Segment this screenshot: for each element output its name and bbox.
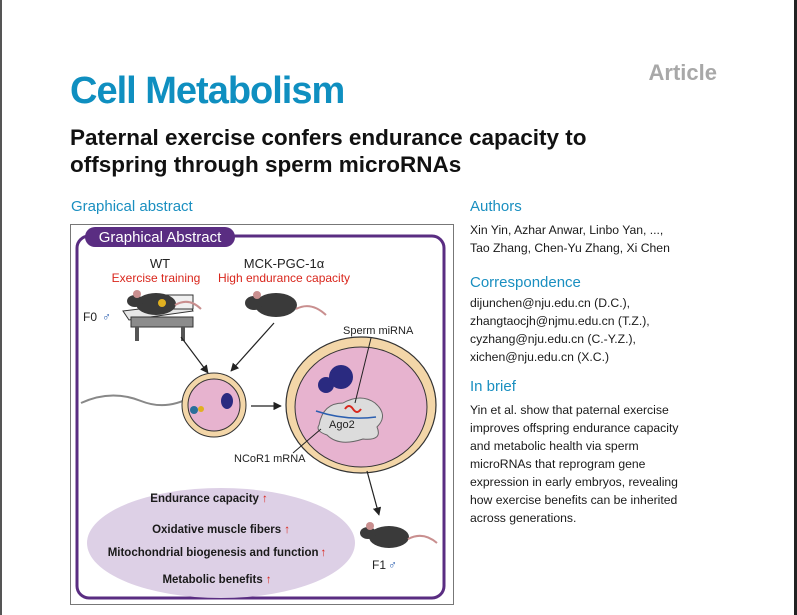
f1-mouse-icon [360, 522, 438, 548]
page-edge-right [794, 0, 797, 615]
brief-line: expression in early embryos, revealing [470, 475, 678, 489]
journal-name: Cell Metabolism [70, 70, 345, 112]
brief-line: and metabolic health via sperm [470, 439, 639, 453]
brief-line: Yin et al. show that paternal exercise [470, 403, 669, 417]
outcome-metabolic: Metabolic benefits↑ [162, 574, 271, 586]
page-edge-left [0, 0, 2, 615]
wt-subtitle: Exercise training [112, 271, 201, 285]
brief-line: across generations. [470, 511, 577, 525]
fertilized-egg-icon [181, 372, 247, 438]
article-title: Paternal exercise confers endurance capa… [70, 124, 730, 178]
f0-label: F0 [83, 310, 97, 324]
title-line: Paternal exercise confers endurance capa… [70, 125, 587, 150]
email-link[interactable]: dijunchen@nju.edu.cn (D.C.), [470, 296, 631, 310]
brief-line: improves offspring endurance capacity [470, 421, 679, 435]
ago2-label: Ago2 [329, 419, 355, 431]
article-type-label: Article [648, 60, 717, 85]
mck-subtitle: High endurance capacity [218, 271, 350, 285]
ncor1-label: NCoR1 mRNA [234, 453, 306, 465]
authors-list: Xin Yin, Azhar Anwar, Linbo Yan, ..., Ta… [470, 221, 730, 257]
email-link[interactable]: xichen@nju.edu.cn (X.C.) [470, 350, 610, 364]
correspondence-list: dijunchen@nju.edu.cn (D.C.), zhangtaocjh… [470, 294, 730, 366]
email-link[interactable]: cyzhang@nju.edu.cn (C.-Y.Z.), [470, 332, 636, 346]
abstract-title: Graphical Abstract [99, 229, 222, 246]
graphical-abstract-figure: Graphical Abstract WT Exercise training … [70, 224, 454, 605]
male-symbol-f1: ♂ [388, 558, 397, 572]
graphical-abstract-svg: Graphical Abstract WT Exercise training … [75, 227, 446, 600]
wt-label: WT [150, 256, 170, 271]
in-brief-heading: In brief [470, 378, 516, 395]
zoomed-embryo-icon [285, 336, 437, 474]
sperm-tail [80, 394, 192, 407]
email-link[interactable]: zhangtaocjh@njmu.edu.cn (T.Z.), [470, 314, 650, 328]
mck-label: MCK-PGC-1α [244, 256, 325, 271]
ncor1-pointer [292, 428, 322, 454]
mck-mouse-icon [245, 291, 327, 317]
authors-line: Tao Zhang, Chen-Yu Zhang, Xi Chen [470, 241, 670, 255]
arrow-wt-to-egg [180, 336, 209, 374]
correspondence-heading: Correspondence [470, 274, 581, 291]
outcomes-oval [87, 488, 355, 598]
title-line: offspring through sperm microRNAs [70, 152, 462, 177]
brief-line: how exercise benefits can be inherited [470, 493, 678, 507]
sperm-mirna-pointer [354, 337, 372, 404]
authors-line: Xin Yin, Azhar Anwar, Linbo Yan, ..., [470, 223, 664, 237]
male-symbol-f0: ♂ [102, 310, 111, 324]
outcome-endurance: Endurance capacity↑ [150, 493, 267, 505]
arrow-mck-to-egg [230, 322, 275, 372]
sperm-mirna-label: Sperm miRNA [343, 325, 414, 337]
graphical-abstract-heading: Graphical abstract [71, 198, 193, 215]
outcome-mitochondrial: Mitochondrial biogenesis and function↑ [108, 547, 327, 559]
arrow-embryo-to-f1 [366, 470, 382, 516]
f1-label: F1 [372, 558, 386, 572]
brief-line: microRNAs that reprogram gene [470, 457, 646, 471]
wt-mouse-icon [127, 290, 202, 315]
outcome-oxidative-fibers: Oxidative muscle fibers↑ [152, 524, 290, 536]
abstract-title-pill [85, 227, 235, 247]
authors-heading: Authors [470, 198, 522, 215]
in-brief-text: Yin et al. show that paternal exercise i… [470, 401, 730, 527]
